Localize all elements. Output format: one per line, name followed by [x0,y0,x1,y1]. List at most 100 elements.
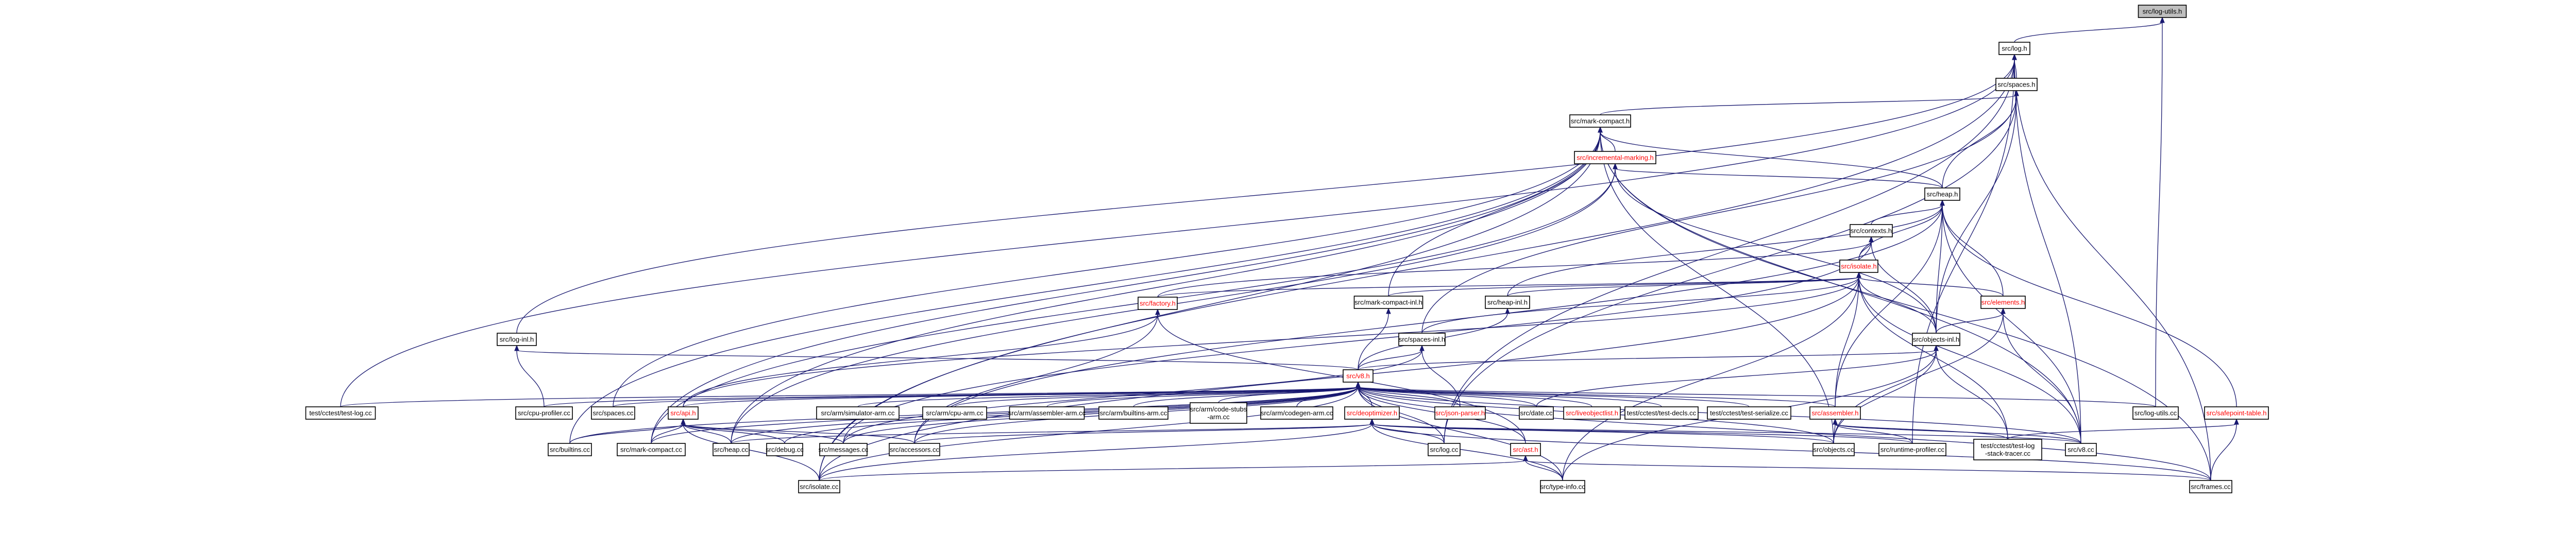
file-node-safepoint-table-h[interactable]: src/safepoint-table.h [2204,406,2269,420]
edge-arrowhead [1869,236,1874,243]
file-node-label: src/v8.h [1346,372,1370,380]
file-node-box: src/liveobjectlist.h [1563,406,1621,420]
file-node-log-utils-cc[interactable]: src/log-utils.cc [2132,406,2179,420]
file-node-v8-h[interactable]: src/v8.h [1343,369,1374,383]
file-node-assembler-h[interactable]: src/assembler.h [1809,406,1861,420]
edge-factory_h-to-contexts_h [1157,236,1874,298]
edge-arrowhead [2001,307,2006,314]
edge-line [569,423,684,444]
edge-line [731,423,1372,444]
file-node-api-h[interactable]: src/api.h [668,406,699,420]
file-node-elements-h[interactable]: src/elements.h [1980,296,2026,309]
edge-date_cc-to-objects_inl_h [1536,345,1939,407]
edge-line [1157,241,1872,298]
file-node-isolate-h[interactable]: src/isolate.h [1839,260,1878,273]
edge-line [1358,386,1445,444]
file-node-mark-compact-cc[interactable]: src/mark-compact.cc [617,443,686,456]
file-node-label: src/mark-compact.cc [620,446,682,454]
file-node-debug-cc[interactable]: src/debug.cc [766,443,804,456]
file-node-frames-cc[interactable]: src/frames.cc [2189,480,2232,493]
file-node-label: src/factory.h [1140,300,1176,307]
file-node-factory-h[interactable]: src/factory.h [1138,297,1178,310]
edge-line [731,131,1601,444]
file-node-box: src/heap.h [1924,187,1960,201]
file-node-json-parser-h[interactable]: src/json-parser.h [1434,406,1486,420]
edge-isolate_cc-to-ast_h [819,455,1528,481]
file-node-spaces-h[interactable]: src/spaces.h [1995,78,2038,91]
file-node-border [1510,443,1541,456]
edge-line [651,386,1359,444]
edge-arrowhead [1598,126,1603,133]
file-node-cpu-profiler-cc[interactable]: src/cpu-profiler.cc [515,406,573,420]
file-node-label: src/log.h [2002,45,2027,53]
edge-line [683,314,1158,407]
file-node-test-log-cc[interactable]: test/cctest/test-log.cc [305,406,376,420]
file-node-objects-inl-h[interactable]: src/objects-inl.h [1912,333,1960,346]
edge-objects_cc-to-elements_h [1833,307,2006,444]
file-node-label: src/safepoint-table.h [2206,409,2266,417]
edge-line [1562,277,1859,481]
file-node-cpu-arm-cc[interactable]: src/arm/cpu-arm.cc [922,406,987,420]
file-node-box: test/cctest/test-log.cc [305,406,376,420]
file-node-border [1434,406,1486,420]
edge-frames_cc-to-v8_h [1355,381,2211,481]
file-node-objects-cc[interactable]: src/objects.cc [1812,443,1855,456]
file-node-accessors-cc[interactable]: src/accessors.cc [889,443,940,456]
file-node-liveobjectlist-h[interactable]: src/liveobjectlist.h [1563,406,1621,420]
file-node-box: src/safepoint-table.h [2204,406,2269,420]
file-node-log-h[interactable]: src/log.h [1998,42,2030,55]
file-node-box: src/log-inl.h [497,333,537,346]
edge-accessors_cc-to-factory_h [914,308,1160,444]
file-node-date-cc[interactable]: src/date.cc [1519,406,1554,420]
edge-arrowhead [1940,199,1945,206]
edge-line [2003,313,2081,444]
file-node-v8-cc[interactable]: src/v8.cc [2065,443,2097,456]
file-node-code-stubs-arm-cc[interactable]: src/arm/code-stubs-arm.cc [1190,402,1247,424]
file-node-contexts-h[interactable]: src/contexts.h [1850,224,1893,237]
edge-isolate_cc-to-mark_compact_h [819,126,1603,481]
edge-arrowhead [1833,418,1838,425]
file-node-heap-cc[interactable]: src/heap.cc [713,443,750,456]
file-node-mark-compact-inl-h[interactable]: src/mark-compact-inl.h [1353,296,1423,309]
file-node-spaces-cc[interactable]: src/spaces.cc [591,406,635,420]
file-node-label: test/cctest/test-log.cc [309,409,372,417]
edge-line [1936,204,1943,334]
file-node-simulator-arm-cc[interactable]: src/arm/simulator-arm.cc [816,406,900,420]
edge-arrowhead [1934,345,1939,351]
edge-line [1507,204,1943,297]
file-node-ast-h[interactable]: src/ast.h [1510,443,1541,456]
file-node-heap-h[interactable]: src/heap.h [1924,187,1960,201]
edge-v8_cc-to-assembler_h [1833,418,2081,444]
edge-line [1157,314,1526,444]
file-node-test-log-stack-tracer-cc[interactable]: test/cctest/test-log-stack-tracer.cc [1973,439,2042,460]
edge-v8_cc-to-elements_h [2001,307,2081,444]
file-node-border [1812,443,1855,456]
file-node-type-info-cc[interactable]: src/type-info.cc [1540,480,1585,493]
file-node-box: src/incremental-marking.h [1574,151,1656,164]
edge-line [1600,131,1943,188]
file-node-runtime-profiler-cc[interactable]: src/runtime-profiler.cc [1878,443,1946,456]
file-node-codegen-arm-cc[interactable]: src/arm/codegen-arm.cc [1260,406,1333,420]
file-node-builtins-arm-cc[interactable]: src/arm/builtins-arm.cc [1098,406,1168,420]
edge-arrowhead [1386,307,1391,314]
file-node-border [1973,439,2042,460]
file-node-label: src/heap.cc [714,446,749,454]
file-node-spaces-inl-h[interactable]: src/spaces-inl.h [1398,333,1446,346]
file-node-isolate-cc[interactable]: src/isolate.cc [798,480,840,493]
edge-line [1835,423,2008,440]
file-node-builtins-cc[interactable]: src/builtins.cc [548,443,592,456]
file-node-incremental-marking-h[interactable]: src/incremental-marking.h [1574,151,1656,164]
file-node-label: src/liveobjectlist.h [1566,409,1618,417]
file-node-log-cc[interactable]: src/log.cc [1428,443,1461,456]
file-node-messages-cc[interactable]: src/messages.cc [819,443,869,456]
file-node-border [515,406,573,420]
edge-line [683,423,820,481]
file-node-test-serialize-cc[interactable]: test/cctest/test-serialize.cc [1707,406,1791,420]
file-node-test-decls-cc[interactable]: test/cctest/test-decls.cc [1624,406,1699,420]
file-node-log-inl-h[interactable]: src/log-inl.h [497,333,537,346]
file-node-mark-compact-h[interactable]: src/mark-compact.h [1569,114,1631,128]
edge-v8_cc-to-log_h [2012,54,2081,444]
file-node-heap-inl-h[interactable]: src/heap-inl.h [1485,296,1530,309]
file-node-deoptimizer-h[interactable]: src/deoptimizer.h [1344,406,1400,420]
file-node-assembler-arm-cc[interactable]: src/arm/assembler-arm.cc [1008,406,1086,420]
